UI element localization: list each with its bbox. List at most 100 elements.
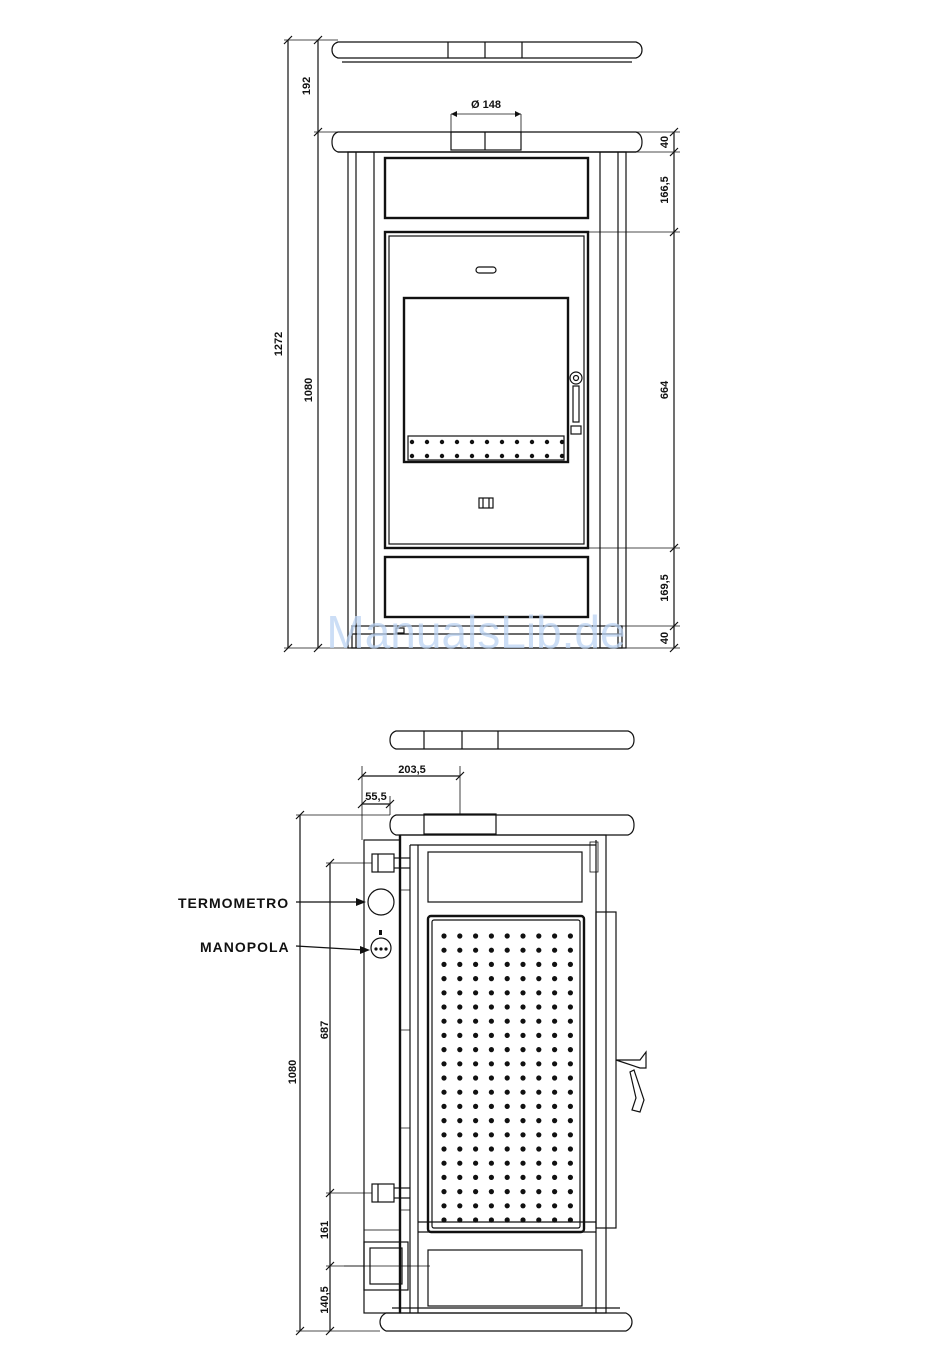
side-panel-dot — [457, 1047, 462, 1052]
side-panel-dot — [489, 1004, 494, 1009]
side-panel-dot — [536, 1203, 541, 1208]
front-right-dimensions: 40 166,5 664 169,5 40 — [588, 128, 680, 652]
side-panel-dot — [489, 1189, 494, 1194]
side-panel-dot — [536, 1090, 541, 1095]
side-panel-dot — [552, 1146, 557, 1151]
side-panel-dot — [536, 948, 541, 953]
side-panel-dot — [520, 1189, 525, 1194]
side-panel-dot — [441, 1118, 446, 1123]
side-panel-dot — [568, 990, 573, 995]
side-panel-dot — [489, 1019, 494, 1024]
front-dim-top-cap: 192 — [301, 77, 313, 95]
side-panel-dot — [520, 1033, 525, 1038]
side-panel-dot — [505, 933, 510, 938]
side-panel-dot — [520, 1019, 525, 1024]
front-door-slot — [476, 267, 496, 273]
side-panel-dot — [489, 976, 494, 981]
side-panel-dot — [520, 1203, 525, 1208]
side-panel-dot — [473, 1203, 478, 1208]
side-panel-dot — [552, 1004, 557, 1009]
side-panel-dot — [568, 1004, 573, 1009]
side-panel-dot — [505, 1075, 510, 1080]
side-panel-dot — [568, 1175, 573, 1180]
front-grate-dot — [500, 454, 504, 458]
side-panel-dot — [568, 1146, 573, 1151]
side-panel-dot — [568, 1189, 573, 1194]
side-dim-body-height: 1080 — [287, 1060, 299, 1084]
side-panel-dot — [520, 1004, 525, 1009]
front-grate-dot — [425, 454, 429, 458]
side-panel-dot — [520, 1075, 525, 1080]
side-panel-dot — [536, 1019, 541, 1024]
side-panel-dot — [505, 1033, 510, 1038]
side-panel-dot — [505, 1061, 510, 1066]
side-panel-dot — [441, 948, 446, 953]
side-panel-dot — [505, 1090, 510, 1095]
side-panel-dot — [536, 990, 541, 995]
side-panel-dot — [552, 1090, 557, 1095]
side-panel-dot — [520, 1146, 525, 1151]
side-panel-dot — [552, 948, 557, 953]
side-panel-dot — [505, 1118, 510, 1123]
side-panel-dot — [441, 990, 446, 995]
side-panel-dot — [505, 1175, 510, 1180]
front-glass-window — [404, 298, 568, 462]
side-panel-dot — [489, 1175, 494, 1180]
side-panel-dot — [489, 1047, 494, 1052]
side-thermometer — [368, 889, 394, 915]
side-panel-dot — [441, 1061, 446, 1066]
side-panel-dot — [473, 990, 478, 995]
side-panel-dot — [536, 1146, 541, 1151]
side-panel-dot — [441, 962, 446, 967]
front-top-cap — [332, 42, 642, 62]
side-panel-dot — [505, 1019, 510, 1024]
side-panel-dot — [489, 933, 494, 938]
front-dim-door: 664 — [659, 380, 671, 399]
side-panel-dot — [568, 948, 573, 953]
side-view: TERMOMETRO MANOPOLA 203,5 55,5 1080 — [178, 731, 646, 1335]
front-grate-dot — [485, 440, 489, 444]
front-view: 192 1272 1080 Ø 148 40 166,5 664 169,5 4… — [273, 36, 680, 658]
front-flue-outlet — [451, 111, 521, 150]
side-top-dimensions: 203,5 55,5 — [358, 764, 464, 840]
side-panel-dot — [552, 1104, 557, 1109]
side-panel-dot — [505, 1132, 510, 1137]
side-panel-dot — [473, 1047, 478, 1052]
side-panel-dot — [441, 1146, 446, 1151]
front-grate-dot — [545, 440, 549, 444]
side-panel-dot — [552, 1033, 557, 1038]
front-dim-body-height: 1080 — [303, 378, 315, 402]
side-panel-dot — [473, 1161, 478, 1166]
side-panel-dot — [568, 1090, 573, 1095]
side-panel-dot — [441, 1033, 446, 1038]
side-panel-dot — [489, 990, 494, 995]
side-panel-dot — [505, 1047, 510, 1052]
side-panel-dot — [520, 933, 525, 938]
front-grate-dot — [410, 440, 414, 444]
side-panel-dot — [441, 1019, 446, 1024]
side-panel-dot — [489, 1203, 494, 1208]
side-panel-dot — [441, 1161, 446, 1166]
front-grate-dot — [485, 454, 489, 458]
side-panel-dot — [457, 1118, 462, 1123]
side-panel-dot — [457, 1019, 462, 1024]
side-panel-dot — [568, 1104, 573, 1109]
side-panel-dot — [552, 962, 557, 967]
side-panel-dot — [505, 1004, 510, 1009]
side-panel-dot — [536, 1047, 541, 1052]
side-panel-dot — [489, 1146, 494, 1151]
side-panel-dot — [536, 933, 541, 938]
side-panel-dot — [473, 933, 478, 938]
front-grate-dot — [545, 454, 549, 458]
side-panel-dot — [520, 1104, 525, 1109]
side-panel-dot — [568, 976, 573, 981]
side-control-knob — [371, 930, 391, 958]
side-panel-dot — [473, 1175, 478, 1180]
side-panel-dot — [536, 1033, 541, 1038]
side-panel-dot — [457, 1061, 462, 1066]
side-panel-dot — [457, 1161, 462, 1166]
side-panel-dot — [505, 948, 510, 953]
side-panel-dot — [505, 1104, 510, 1109]
side-panel-dot — [536, 1075, 541, 1080]
side-panel-dot — [489, 1132, 494, 1137]
